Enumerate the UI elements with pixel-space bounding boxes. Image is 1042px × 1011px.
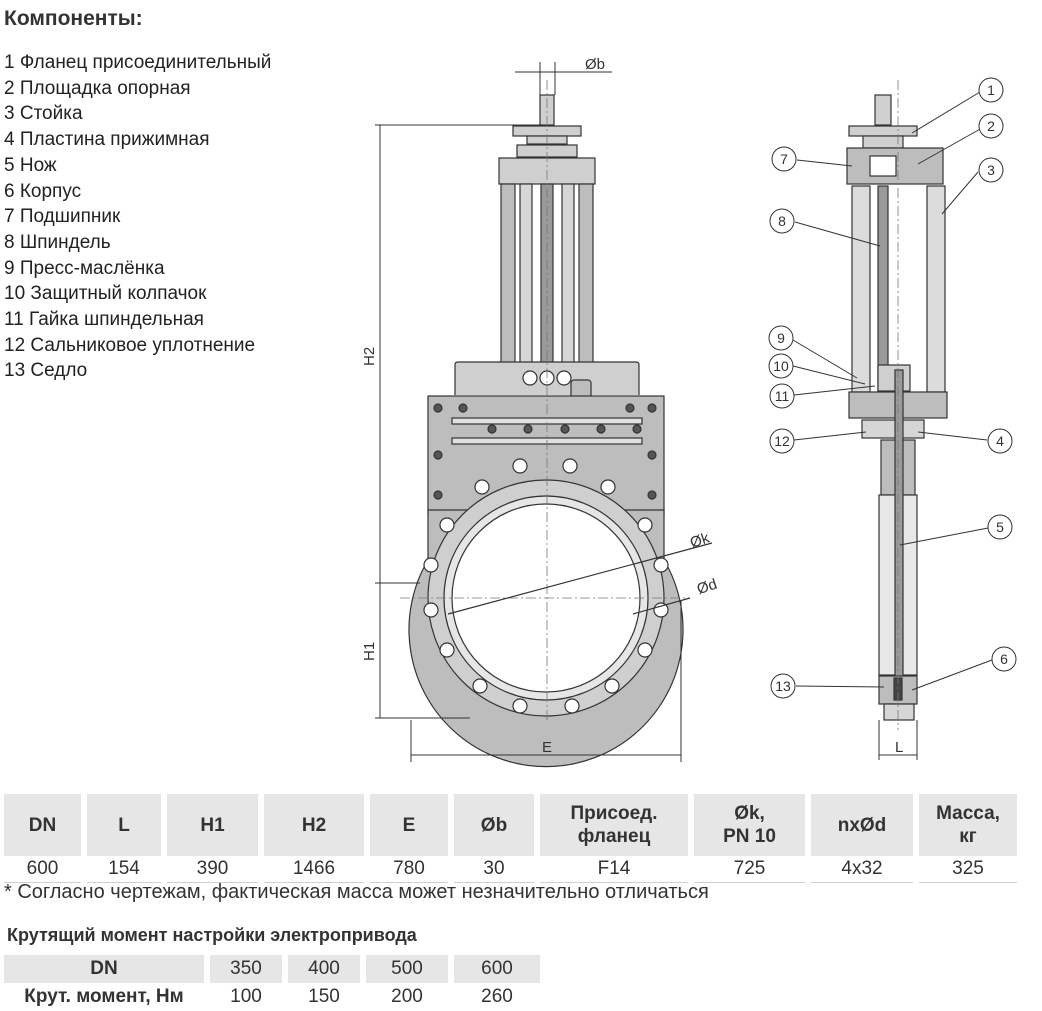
- front-dimension-labels: Øb H2 H1 E Øk Ød: [361, 56, 719, 756]
- spec-header-cell: Масса,кг: [919, 794, 1017, 856]
- mass-note: * Согласно чертежам, фактическая масса м…: [4, 881, 709, 903]
- callout-11-label: 11: [775, 388, 790, 404]
- component-item: 9 Пресс-маслёнка: [4, 257, 165, 279]
- spec-data-row: 600 154 390 1466 780 30 F14 725 4x32 325: [4, 856, 1017, 883]
- spec-cell: 1466: [264, 856, 364, 883]
- spec-header-cell: L: [87, 794, 161, 856]
- torque-table: DN 350 400 500 600 Крут. момент, Нм 100 …: [0, 955, 546, 1011]
- components-list: 1 Фланец присоединительный 2 Площадка оп…: [4, 50, 271, 384]
- dim-d-label: Ød: [695, 576, 719, 598]
- spec-cell: 325: [919, 856, 1017, 883]
- spec-header-row: DN L H1 H2 E Øb Присоед.фланец Øk,PN 10 …: [4, 794, 1017, 856]
- component-item: 6 Корпус: [4, 180, 82, 202]
- side-view: [846, 80, 948, 730]
- callout-13: 13: [770, 673, 796, 699]
- component-item: 7 Подшипник: [4, 206, 121, 228]
- callouts: 1 2 3 7 8 9 10 11 12 4 5 6 13: [768, 77, 1017, 699]
- callout-1-label: 1: [987, 82, 995, 98]
- callout-3-label: 3: [987, 162, 995, 178]
- spec-cell: F14: [540, 856, 688, 883]
- torque-row-label: Крут. момент, Нм: [24, 986, 184, 1007]
- spec-cell: 780: [370, 856, 448, 883]
- technical-drawing: Øb H2 H1 E Øk Ød: [361, 56, 1017, 768]
- dim-k-label: Øk: [688, 529, 712, 551]
- spec-header-cell: H1: [167, 794, 258, 856]
- callout-4: 4: [987, 428, 1013, 454]
- torque-title: Крутящий момент настройки электропривода: [7, 925, 417, 945]
- spec-header-cell: Øk,PN 10: [694, 794, 805, 856]
- component-item: 3 Стойка: [4, 103, 83, 125]
- torque-header-cell: 500: [366, 955, 448, 983]
- callout-9: 9: [768, 325, 794, 351]
- callout-4-label: 4: [996, 433, 1004, 449]
- spec-cell: 30: [454, 856, 534, 883]
- spec-header-cell: Присоед.фланец: [540, 794, 688, 856]
- callout-9-label: 9: [777, 330, 785, 346]
- component-item: 13 Седло: [4, 360, 88, 382]
- callout-6-label: 6: [1000, 651, 1008, 667]
- components-title: Компоненты:: [4, 7, 143, 30]
- component-item: 4 Пластина прижимная: [4, 129, 210, 151]
- front-dimensions: [375, 62, 682, 762]
- torque-header-label: DN: [4, 955, 204, 983]
- component-item: 1 Фланец присоединительный: [4, 52, 272, 73]
- torque-header-cell: 400: [288, 955, 360, 983]
- callout-8-label: 8: [778, 213, 786, 229]
- spec-header-cell: H2: [264, 794, 364, 856]
- component-item: 8 Шпиндель: [4, 231, 111, 253]
- torque-cell: 150: [308, 986, 340, 1007]
- torque-data-row: Крут. момент, Нм 100 150 200 260: [4, 983, 540, 1011]
- dim-b-label: Øb: [585, 56, 605, 73]
- spec-header-cell: Øb: [454, 794, 534, 856]
- torque-cell: 100: [230, 986, 262, 1007]
- callout-2-label: 2: [987, 118, 995, 134]
- callout-8: 8: [769, 208, 795, 234]
- callout-1: 1: [978, 77, 1004, 103]
- torque-cell: 200: [391, 986, 423, 1007]
- spec-header-cell: E: [370, 794, 448, 856]
- callout-12: 12: [769, 428, 795, 454]
- spec-cell: 4x32: [811, 856, 913, 883]
- spec-header-cell: nxØd: [811, 794, 913, 856]
- callout-10: 10: [768, 353, 794, 379]
- component-item: 11 Гайка шпиндельная: [4, 309, 204, 331]
- dim-e-label: E: [542, 739, 552, 756]
- spec-cell: 600: [4, 856, 81, 883]
- dim-h1-label: H1: [361, 642, 378, 661]
- callout-11: 11: [769, 383, 795, 409]
- component-item: 2 Площадка опорная: [4, 77, 191, 99]
- callout-5: 5: [987, 514, 1013, 540]
- spec-cell: 390: [167, 856, 258, 883]
- callout-7: 7: [771, 146, 797, 172]
- callout-10-label: 10: [773, 358, 789, 374]
- component-item: 10 Защитный колпачок: [4, 283, 207, 305]
- torque-cell: 260: [481, 986, 513, 1007]
- callout-2: 2: [978, 113, 1004, 139]
- callout-7-label: 7: [780, 151, 788, 167]
- side-dimensions: [792, 91, 993, 760]
- dim-h2-label: H2: [361, 347, 378, 366]
- torque-header-cell: 350: [210, 955, 282, 983]
- spec-cell: 725: [694, 856, 805, 883]
- callout-5-label: 5: [996, 519, 1004, 535]
- callout-12-label: 12: [774, 433, 790, 449]
- spec-cell: 154: [87, 856, 161, 883]
- torque-header-cell: 600: [454, 955, 540, 983]
- component-item: 12 Сальниковое уплотнение: [4, 334, 256, 356]
- spec-header-cell: DN: [4, 794, 81, 856]
- front-view: [400, 80, 713, 768]
- callout-6: 6: [991, 646, 1017, 672]
- component-item: 5 Нож: [4, 154, 57, 176]
- callout-3: 3: [978, 157, 1004, 183]
- torque-header-row: DN 350 400 500 600: [4, 955, 540, 983]
- spec-table: DN L H1 H2 E Øb Присоед.фланец Øk,PN 10 …: [0, 794, 1023, 883]
- callout-13-label: 13: [775, 678, 791, 694]
- dim-l-label: L: [895, 739, 903, 756]
